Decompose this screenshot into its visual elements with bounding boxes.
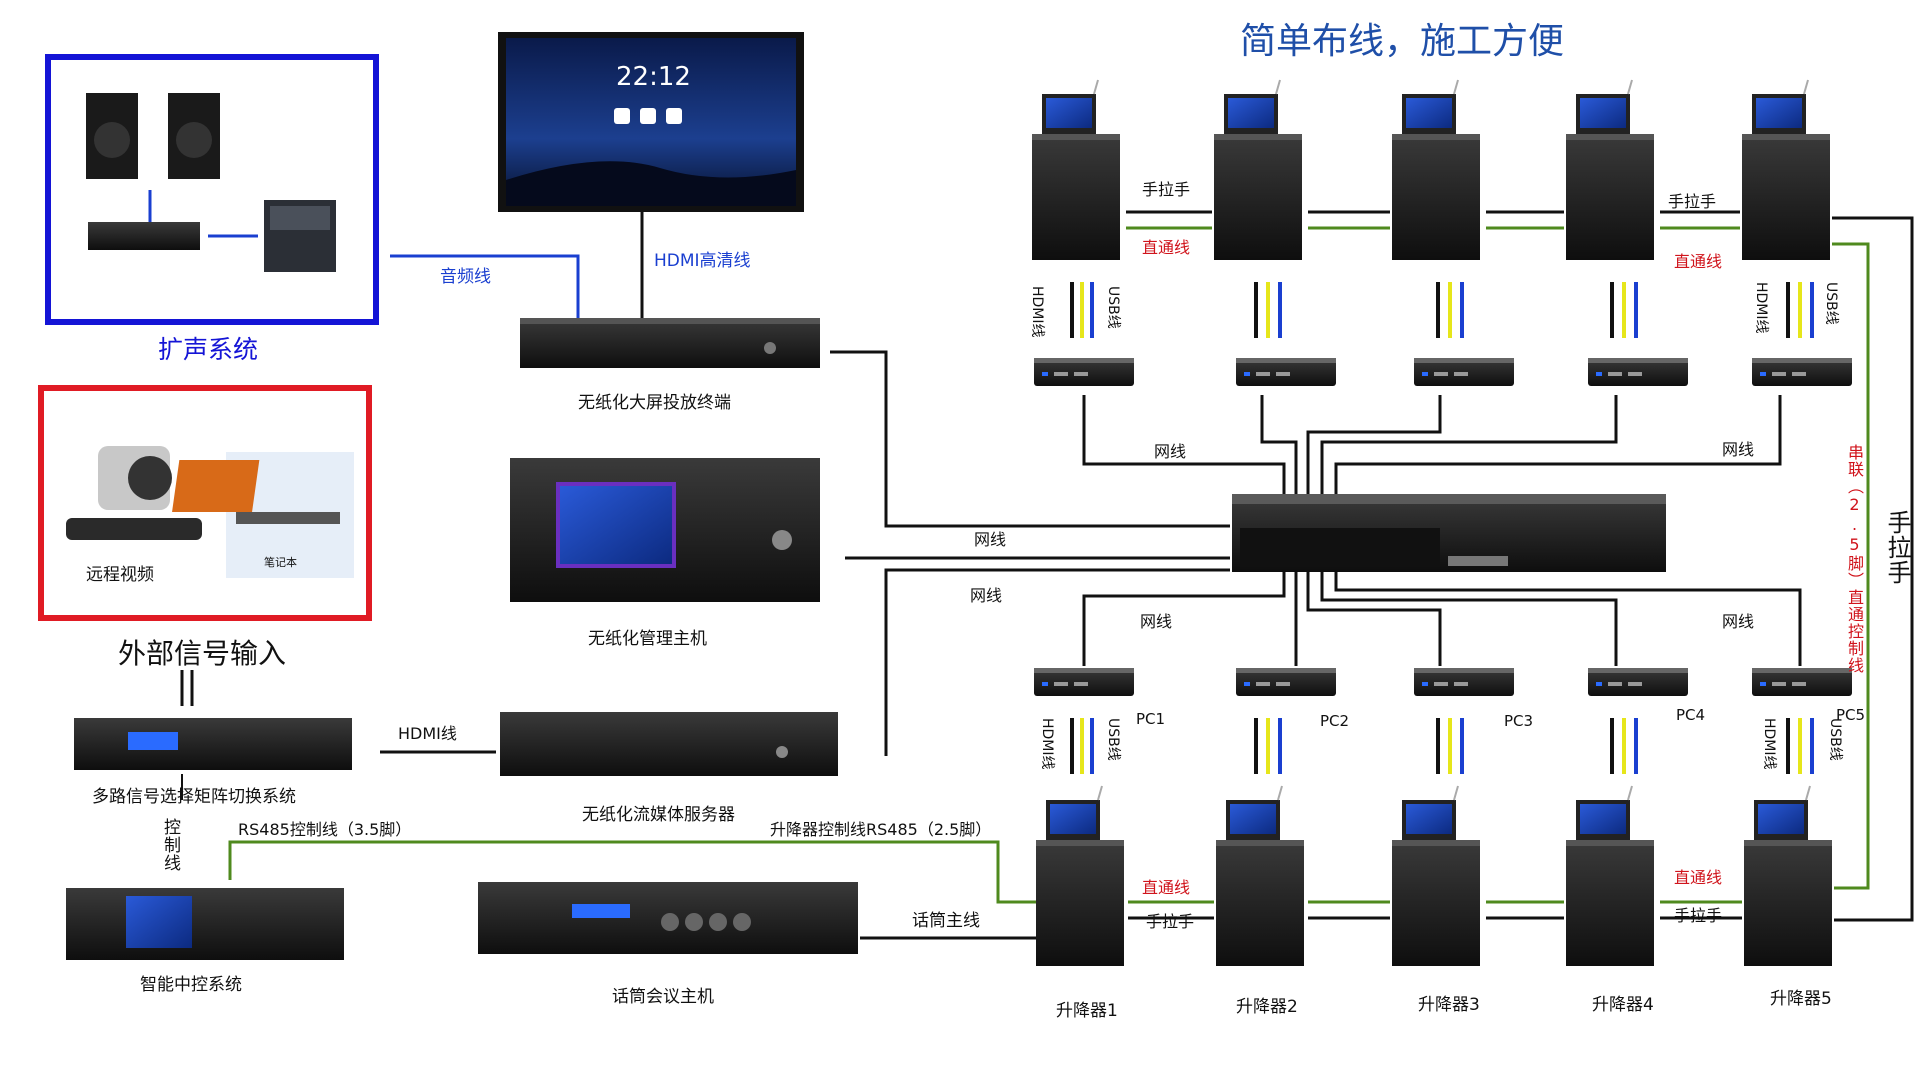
hdmi-top-5: HDMI线 [1753,282,1769,334]
mic-host-label: 话筒会议主机 [612,987,714,1007]
hdmi-cable-label: HDMI线 [398,724,457,743]
media-server-device [500,712,838,776]
lift-label-2: 升降器2 [1236,997,1298,1017]
net-label-left-top: 网线 [974,530,1007,549]
pc-label-1: PC1 [1136,710,1166,728]
laptop-label: 笔记本 [264,556,297,569]
hand-pull-top-4: 手拉手 [1668,192,1717,211]
straight-top-1: 直通线 [1142,238,1191,257]
display-terminal-device [520,318,820,368]
hand-pull-bottom-1: 手拉手 [1146,912,1195,931]
mgmt-host-label: 无纸化管理主机 [588,629,707,649]
pc-label-5: PC5 [1836,706,1866,724]
net-label-bottom-5: 网线 [1722,612,1755,631]
matrix-label: 多路信号选择矩阵切换系统 [92,787,296,807]
pa-system-label: 扩声系统 [158,335,259,364]
lift-label-4: 升降器4 [1592,995,1654,1015]
mic-main-label: 话筒主线 [912,911,980,931]
lift-label-5: 升降器5 [1770,989,1832,1009]
usb-top-5: USB线 [1823,282,1839,325]
media-server-label: 无纸化流媒体服务器 [582,805,735,825]
hdmi-bottom-1: HDMI线 [1039,718,1055,770]
control-cable-label: 控制线 [160,818,180,872]
hand-pull-side: 手拉手 [1883,510,1911,585]
pc-label-3: PC3 [1504,712,1534,730]
audio-cable-label: 音频线 [440,267,491,287]
display-terminal-label: 无纸化大屏投放终端 [578,393,731,413]
net-label-top-5: 网线 [1722,440,1755,459]
lift-label-3: 升降器3 [1418,995,1480,1015]
net-label-bottom-1: 网线 [1140,612,1173,631]
central-control-device [66,888,344,960]
net-label-top-1: 网线 [1154,442,1187,461]
rs485-label: RS485控制线（3.5脚） [238,820,412,839]
hand-pull-top-1: 手拉手 [1142,180,1191,199]
amplifier [88,222,200,250]
straight-bottom-4: 直通线 [1674,868,1723,887]
straight-bottom-1: 直通线 [1142,878,1191,897]
hdmi-top-1: HDMI线 [1029,286,1045,338]
straight-top-4: 直通线 [1674,252,1723,271]
pc-label-2: PC2 [1320,712,1350,730]
central-control-label: 智能中控系统 [140,975,242,995]
net-label-left-mid: 网线 [970,586,1003,605]
lift-label-1: 升降器1 [1056,1001,1118,1021]
remote-video-label: 远程视频 [86,565,154,585]
matrix-switcher-device [74,718,352,770]
lift-rs485-label: 升降器控制线RS485（2.5脚） [770,820,992,839]
hand-pull-bottom-4: 手拉手 [1674,906,1723,925]
external-input-frame [38,385,372,621]
hdmi-hd-cable-label: HDMI高清线 [654,251,751,271]
pa-system-frame [45,54,379,325]
hdmi-bottom-5: HDMI线 [1761,718,1777,770]
usb-top-1: USB线 [1105,286,1121,329]
pc-label-4: PC4 [1676,706,1706,724]
usb-bottom-5: USB线 [1827,718,1843,761]
external-input-label: 外部信号输入 [118,637,287,670]
clock-text: 22:12 [616,62,691,92]
series-control-label: 串联（2.5脚）直通控制线 [1845,444,1864,674]
diagram-title: 简单布线，施工方便 [1240,21,1565,62]
usb-bottom-1: USB线 [1105,718,1121,761]
